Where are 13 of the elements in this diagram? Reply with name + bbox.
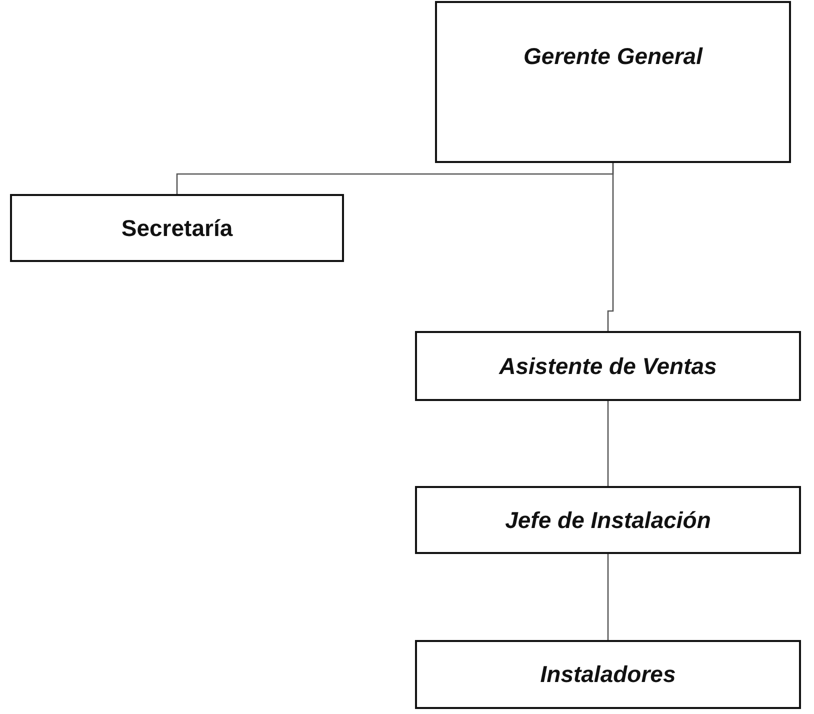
connector-line	[607, 554, 609, 640]
org-chart-box	[415, 331, 801, 401]
position-title: Gerente General	[524, 42, 702, 70]
org-chart-box	[415, 640, 801, 709]
position-title: Jefe de Instalación	[505, 506, 711, 534]
org-chart-box	[435, 1, 791, 163]
position-title: Instaladores	[540, 661, 676, 688]
position-title: Secretaría	[121, 214, 233, 242]
connector-line	[607, 163, 614, 331]
position-title: Asistente de Ventas	[499, 352, 717, 380]
connector-line	[607, 401, 609, 486]
org-chart-box	[415, 486, 801, 554]
org-chart-box	[10, 194, 344, 262]
